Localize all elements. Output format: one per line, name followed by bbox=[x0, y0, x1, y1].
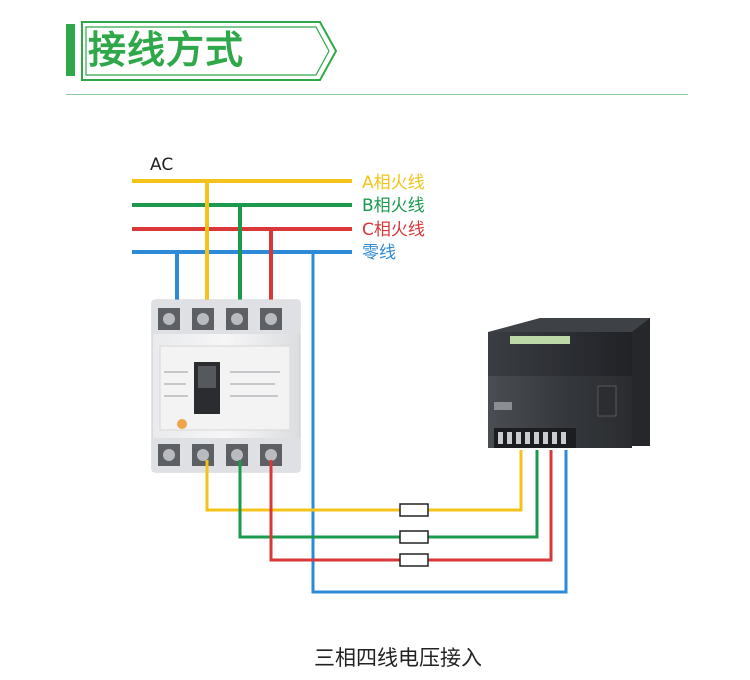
label-phase-b: B相火线 bbox=[362, 196, 425, 216]
header-divider bbox=[66, 94, 688, 95]
section-header: 接线方式 bbox=[66, 18, 688, 96]
header-accent-bar bbox=[66, 24, 75, 76]
fuse-c bbox=[399, 553, 429, 567]
label-phase-a: A相火线 bbox=[362, 173, 425, 193]
output-wire-b bbox=[238, 450, 539, 539]
label-neutral: 零线 bbox=[362, 243, 396, 263]
fuse-b bbox=[399, 530, 429, 544]
fuse-a bbox=[399, 503, 429, 517]
header-arrow-frame bbox=[81, 21, 338, 81]
ac-label: AC bbox=[150, 155, 173, 175]
header-title: 接线方式 bbox=[88, 28, 245, 72]
circuit-breaker bbox=[151, 299, 301, 473]
diagram-caption: 三相四线电压接入 bbox=[314, 646, 482, 670]
neutral-wire-to-meter bbox=[311, 252, 568, 594]
label-phase-c: C相火线 bbox=[362, 220, 425, 240]
output-wire-a bbox=[205, 450, 523, 512]
voltage-meter bbox=[488, 318, 650, 448]
